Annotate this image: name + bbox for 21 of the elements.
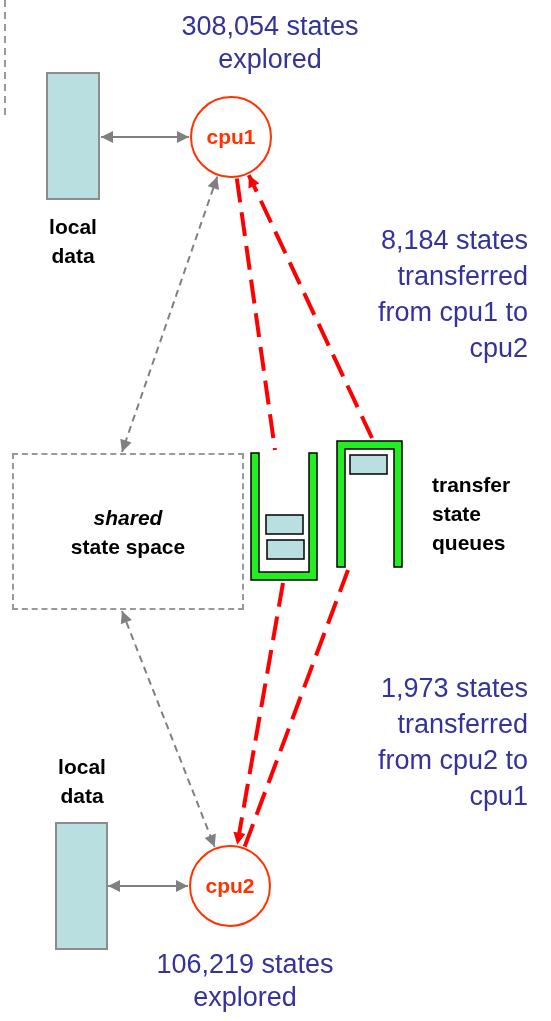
queue-drawing [250,452,318,581]
arrow [120,610,216,848]
arrow [247,174,374,439]
connector-line [242,569,350,848]
queue-caption: transfer state queues [432,472,512,556]
store-label: local data [57,754,107,809]
arrow [120,175,219,453]
shared-state-label: shared state space [69,504,187,560]
transfer-count-note: 8,184 states transferred from cpu1 to cpu2 [376,224,528,365]
states-explored-note: 308,054 states explored [180,10,360,76]
connector-line [234,178,277,451]
cpu-label: cpu2 [205,874,255,898]
arrow [233,582,285,845]
transfer-count-note: 1,973 states transferred from cpu2 to cpu1 [376,672,528,813]
arrow [107,880,189,892]
queue-drawing [336,440,403,568]
states-explored-note: 106,219 states explored [155,948,335,1014]
store-label: local data [48,214,98,269]
arrow [100,131,190,143]
cpu-label: cpu1 [206,125,256,149]
shared-state-box [12,453,244,610]
